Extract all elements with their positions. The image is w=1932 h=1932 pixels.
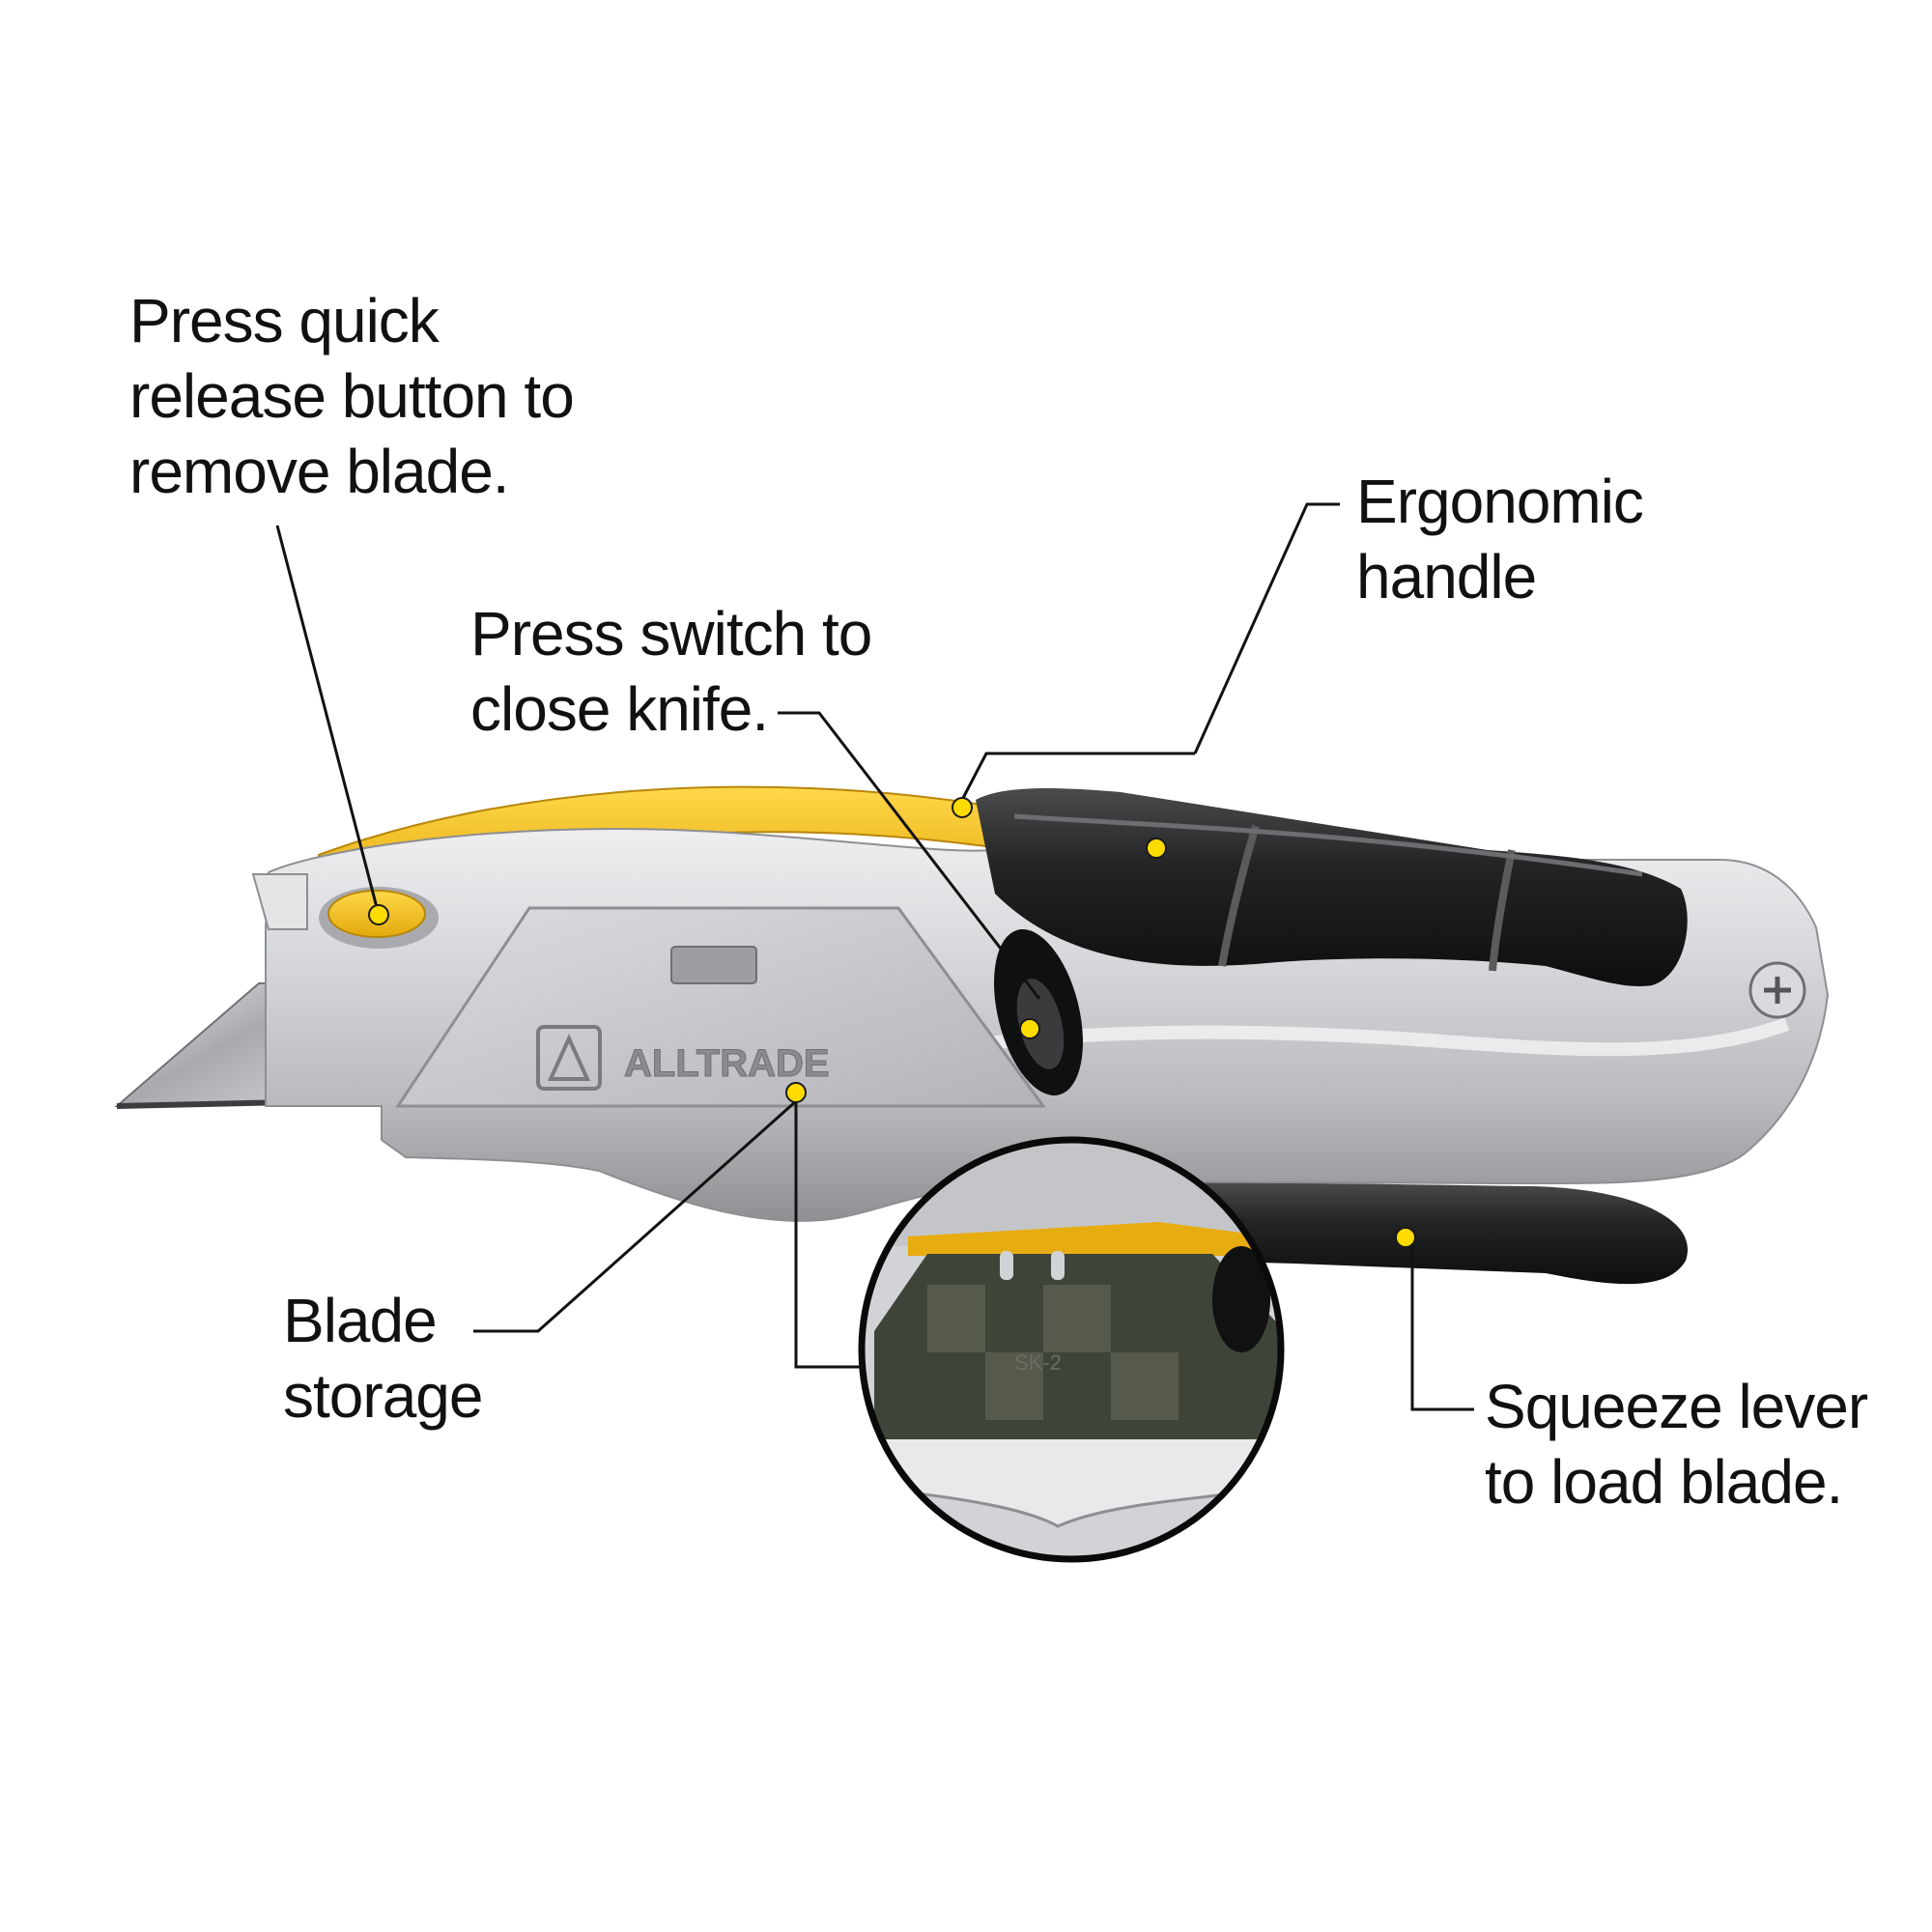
leader-inset [794,1095,862,1369]
nose-cap [251,873,308,930]
callout-line: storage [283,1361,483,1431]
callout-line: close knife. [470,674,769,744]
dot-blade-storage [785,1082,807,1103]
plate-slot [670,946,757,984]
dot-release-button [368,904,389,925]
callout-line: release button to [129,361,575,431]
leader-switch [778,711,1041,1000]
callout-line: remove blade. [129,437,510,506]
leader-handle-a [1193,502,1340,754]
callout-blade-storage: Blade storage [283,1283,483,1434]
leader-handle-b [960,752,1195,801]
callout-line: Squeeze lever [1485,1372,1868,1441]
callout-line: handle [1356,542,1537,611]
inset-blade-code: SK-2 [1014,1350,1062,1375]
grip-ridge-2 [1489,849,1516,972]
brand-logo: ALLTRADE [536,1025,830,1091]
brand-logo-text: ALLTRADE [624,1042,830,1085]
ergonomic-grip[interactable] [976,788,1688,986]
callout-close-switch: Press switch to close knife. [470,596,872,747]
callout-line: to load blade. [1485,1447,1843,1517]
blade-storage-inset: SK-2 [858,1136,1285,1563]
leader-release [275,525,381,916]
leader-storage [473,1099,797,1333]
dot-close-switch [1019,1018,1040,1039]
callout-quick-release: Press quick release button to remove bla… [129,283,575,509]
grip-ridge-1 [1218,824,1260,967]
callout-ergonomic-handle: Ergonomic handle [1356,464,1644,614]
dot-handle [1146,838,1167,859]
callout-line: Blade [283,1286,438,1355]
leader-lines [275,502,1474,1411]
callout-line: Press quick [129,286,440,355]
handle-screw [1748,961,1806,1019]
callout-squeeze-lever: Squeeze lever to load blade. [1485,1369,1868,1520]
grip-highlight [1013,813,1643,877]
leader-lever [1410,1241,1474,1411]
callout-line: Press switch to [470,599,872,668]
dot-spine [952,797,973,818]
indicator-dots [368,797,1416,1248]
dot-squeeze-lever [1395,1227,1416,1248]
callout-line: Ergonomic [1356,467,1644,536]
